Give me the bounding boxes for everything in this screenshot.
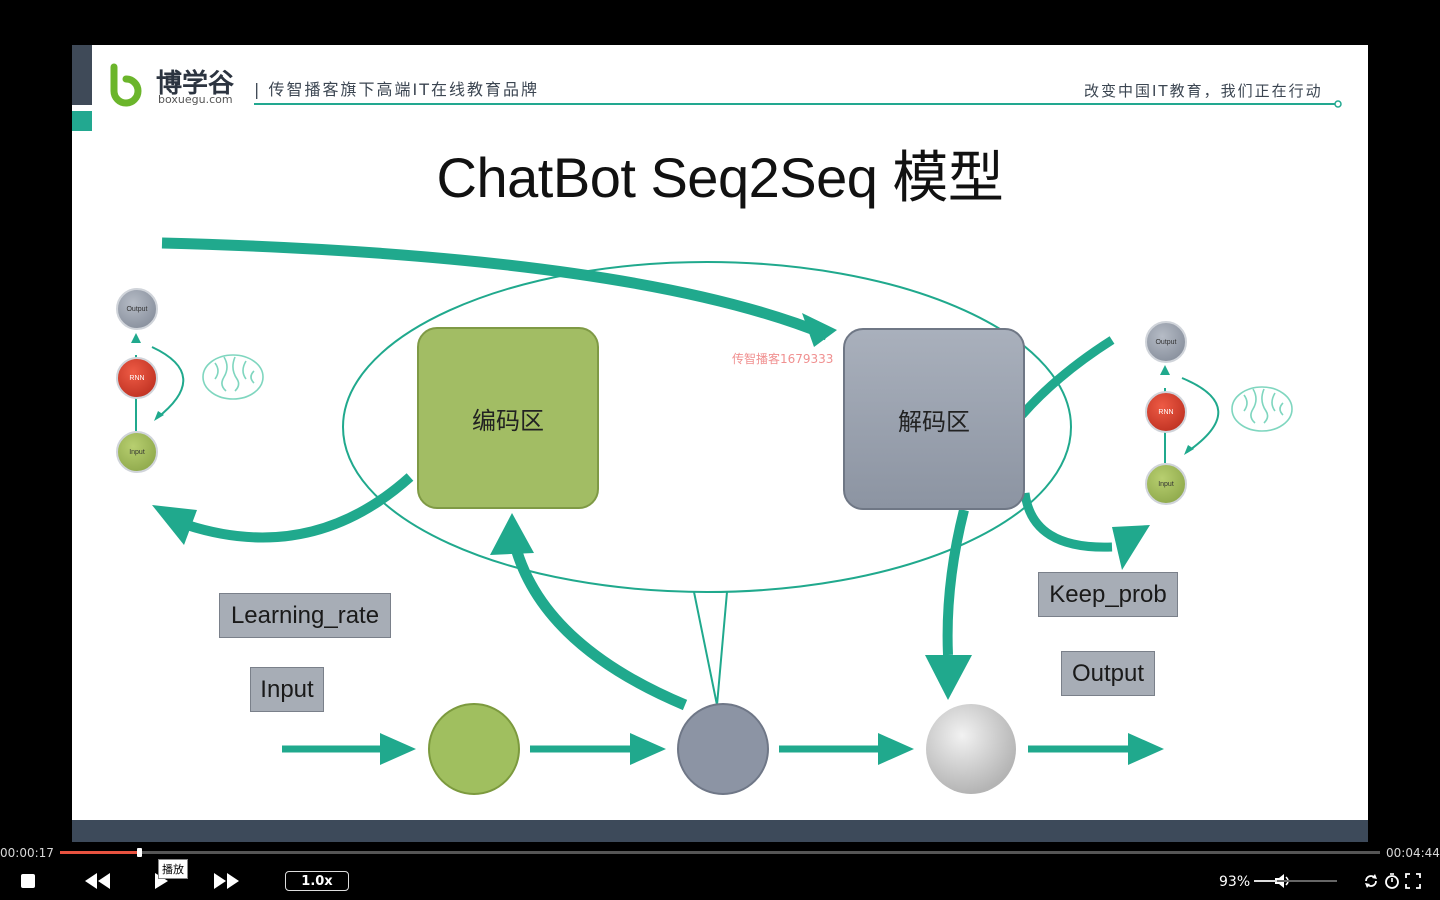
timer-icon[interactable] xyxy=(1383,872,1401,890)
mini-input-node-left: Input xyxy=(116,431,158,473)
volume-slider[interactable] xyxy=(1254,880,1337,882)
keep-prob-arrow xyxy=(1020,492,1113,552)
rewind-icon[interactable] xyxy=(82,872,112,890)
logo-brand: 博学谷 xyxy=(156,69,235,99)
video-player-bar: 00:00:17 00:04:44 播放 1.0x 93% xyxy=(0,842,1440,900)
hidden-circle xyxy=(677,703,769,795)
slide: 博学谷 boxuegu.com | 传智播客旗下高端IT在线教育品牌 改变中国I… xyxy=(72,45,1368,842)
bottom-arrow-2 xyxy=(630,733,666,765)
tagline: | 传智播客旗下高端IT在线教育品牌 xyxy=(254,80,539,99)
mini-rnn-node-left: RNN xyxy=(116,357,158,399)
slide-footer-band xyxy=(72,820,1368,842)
stop-icon[interactable] xyxy=(19,872,37,890)
learning-rate-label: Learning_rate xyxy=(219,593,391,638)
current-time: 00:00:17 xyxy=(0,846,54,860)
slogan: 改变中国IT教育，我们正在行动 xyxy=(1084,82,1323,100)
playback-speed-button[interactable]: 1.0x xyxy=(285,871,349,891)
volume-percent: 93% xyxy=(1219,874,1251,890)
decoder-down-arrow xyxy=(942,508,969,656)
brain-icon-left xyxy=(202,354,264,400)
output-label: Output xyxy=(1061,651,1155,696)
encoder-box: 编码区 xyxy=(417,327,599,509)
input-circle xyxy=(428,703,520,795)
output-circle xyxy=(926,704,1016,794)
diagram-connectors xyxy=(131,237,1293,795)
mini-rnn-node-right: RNN xyxy=(1145,391,1187,433)
input-label: Input xyxy=(250,667,324,712)
slide-title: ChatBot Seq2Seq 模型 xyxy=(436,146,1004,209)
decoder-up-right-curve xyxy=(1018,336,1115,418)
decoder-box: 解码区 xyxy=(843,328,1025,510)
progress-track[interactable] xyxy=(60,848,1380,857)
encoder-feed-arrow xyxy=(509,543,688,711)
watermark: 传智播客1679333 xyxy=(732,352,834,366)
total-time: 00:04:44 xyxy=(1386,846,1440,860)
logo-domain: boxuegu.com xyxy=(158,93,233,106)
mini-output-node-right: Output xyxy=(1145,321,1187,363)
bottom-arrow-4 xyxy=(1128,733,1164,765)
logo-icon xyxy=(110,63,142,107)
brain-icon-right xyxy=(1231,386,1293,432)
mini-output-node-left: Output xyxy=(116,288,158,330)
play-tooltip: 播放 xyxy=(158,859,188,879)
header-corner-bar xyxy=(72,45,92,105)
loop-icon[interactable] xyxy=(1362,872,1380,890)
fullscreen-icon[interactable] xyxy=(1404,872,1422,890)
keep-prob-label: Keep_prob xyxy=(1038,572,1178,617)
progress-fill xyxy=(60,851,140,854)
header-divider xyxy=(254,100,1342,108)
context-ellipse xyxy=(342,261,1072,593)
top-curve-arrow xyxy=(161,237,830,341)
ellipse-tail xyxy=(693,591,728,706)
fast-forward-icon[interactable] xyxy=(212,872,242,890)
mini-input-node-right: Input xyxy=(1145,463,1187,505)
volume-slider-fill xyxy=(1254,880,1278,882)
bottom-arrow-3 xyxy=(878,733,914,765)
bottom-arrow-1 xyxy=(380,733,416,765)
header-corner-accent xyxy=(72,111,92,131)
left-curve-arrow xyxy=(185,473,414,543)
progress-handle[interactable] xyxy=(137,848,143,857)
